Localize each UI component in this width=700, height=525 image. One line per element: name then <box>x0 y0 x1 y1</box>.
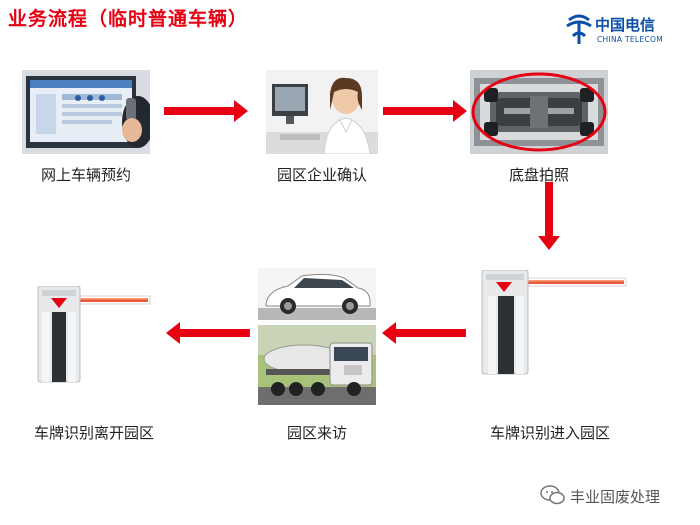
arrow-left-2 <box>166 322 250 344</box>
step-label-plate-recognition-exit: 车牌识别离开园区 <box>33 424 154 442</box>
logo-name-cn: 中国电信 <box>595 16 656 34</box>
barrier-gate-exit-image <box>34 286 152 384</box>
online-reservation-image <box>22 70 150 154</box>
step-label-chassis-photo: 底盘拍照 <box>508 166 569 184</box>
chassis-photo-image <box>470 70 608 154</box>
page-title: 业务流程（临时普通车辆） <box>8 8 249 30</box>
step-label-online-reservation: 网上车辆预约 <box>40 166 131 184</box>
step-label-plate-recognition-entry: 车牌识别进入园区 <box>489 424 610 442</box>
watermark-text: 丰业固废处理 <box>570 488 661 506</box>
wechat-icon <box>540 485 565 505</box>
arrow-right-2 <box>383 100 467 122</box>
wechat-watermark: 丰业固废处理 <box>540 484 690 508</box>
step-label-enterprise-confirmation: 园区企业确认 <box>276 166 367 184</box>
truck-visit-image <box>258 325 376 405</box>
logo-name-en: CHINA TELECOM <box>597 35 663 44</box>
arrow-right-1 <box>164 100 248 122</box>
china-telecom-logo: 中国电信 CHINA TELECOM <box>565 14 685 50</box>
step-label-visit: 园区来访 <box>286 424 347 442</box>
telecom-logo-icon <box>566 14 592 44</box>
arrow-left-1 <box>382 322 466 344</box>
car-visit-image <box>258 268 376 320</box>
enterprise-confirmation-image <box>266 70 378 154</box>
arrow-down <box>538 182 560 250</box>
barrier-gate-entry-image <box>478 270 628 376</box>
